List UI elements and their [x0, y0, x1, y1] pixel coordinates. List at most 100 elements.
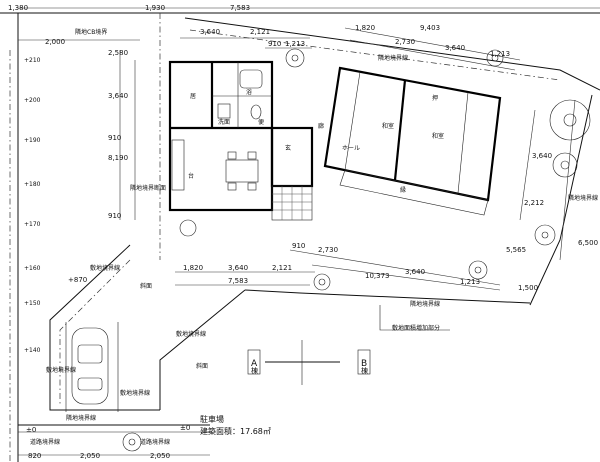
parking-title: 駐車場 [200, 414, 224, 424]
chair-icon-4 [247, 182, 257, 191]
dim-910b-v: 910 [108, 212, 121, 220]
car-icon [71, 327, 109, 405]
parking-dashed-line [59, 259, 131, 405]
dim-right-6500: 6,500 [578, 239, 598, 247]
elev-870: +870 [68, 276, 87, 284]
elev-150: +150 [24, 300, 41, 307]
label-site-boundary-2: 敷地境界線 [176, 330, 206, 338]
dim-b-1213: 1,213 [460, 278, 480, 286]
room-corridor-label: 廊 [318, 122, 324, 130]
right-vertical-dim-2 [519, 109, 536, 221]
dim-b-3640-2: 3,640 [228, 264, 248, 272]
chair-icon-3 [227, 182, 237, 191]
lower-site-boundary [244, 289, 531, 304]
elev-200: +200 [24, 97, 41, 104]
room-tatami-b-label: 和室 [432, 132, 444, 140]
elev-pm0-a: ±0 [26, 426, 36, 434]
dim-right-2212: 2,212 [524, 199, 544, 207]
label-boundary-mid: 隣地境界線 [410, 300, 440, 308]
building-b-wall-2 [344, 71, 361, 171]
dim-b-10373: 10,373 [365, 272, 390, 280]
top-site-boundary [184, 17, 600, 91]
left-parking-boundary [49, 244, 160, 411]
section-a-box [247, 349, 261, 375]
label-site-boundary-3: 敷地境界線 [120, 389, 150, 397]
dim-bottom-820: 820 [28, 452, 41, 460]
dim-b-2730: 2,730 [318, 246, 338, 254]
label-site-boundary-1: 敷地境界線 [46, 366, 76, 374]
dim-910-top: 910 [268, 40, 281, 48]
right-site-boundary [529, 94, 593, 306]
section-b-suffix: 棟 [361, 366, 368, 375]
right-top-dim-2 [349, 39, 516, 71]
bottom-right-dim [289, 249, 501, 286]
label-road-a: 道路境界線 [30, 438, 60, 446]
room-wood-label: 縁 [400, 186, 406, 194]
dim-8190-v: 8,190 [108, 154, 128, 162]
dim-top-left: 1,380 [8, 4, 28, 12]
tree-icon-4 [552, 152, 578, 178]
dim-3640-right: 3,640 [445, 44, 465, 52]
corridor-outline [270, 126, 314, 188]
kitchen-counter-icon [171, 139, 185, 191]
elev-210: +210 [24, 57, 41, 64]
room-living-label: 居 [190, 93, 196, 100]
toilet-icon [250, 104, 262, 120]
dim-910-v: 910 [108, 134, 121, 142]
dim-b-2121: 2,121 [272, 264, 292, 272]
chair-icon-2 [247, 151, 257, 160]
dim-2580: 2,580 [108, 49, 128, 57]
room-kitchen-label: 台 [188, 172, 194, 180]
room-washroom-label: 洗面 [218, 118, 230, 126]
right-vertical-dim [559, 99, 576, 261]
dim-b-1820: 1,820 [183, 264, 203, 272]
dim-bottom-2050-a: 2,050 [80, 452, 100, 460]
tree-icon-2 [486, 49, 504, 67]
label-neighbor-cb: 隣地CB境界 [75, 28, 107, 36]
elev-190: +190 [24, 137, 41, 144]
extension-leader [379, 305, 450, 331]
label-cross-section: 隣地境界断面 [130, 184, 166, 192]
dim-9403-right: 9,403 [420, 24, 440, 32]
dim-right-1500: 1,500 [518, 284, 538, 292]
room-hall-label: ホール [342, 145, 360, 152]
dim-b-7583: 7,583 [228, 277, 248, 285]
elev-140: +140 [24, 347, 41, 354]
tree-icon-7 [313, 273, 331, 291]
dim-3640-top: 3,640 [200, 28, 220, 36]
room-toilet-label: 便 [258, 118, 264, 126]
section-b-box [357, 349, 371, 375]
building-b-wall-3 [457, 91, 469, 194]
dim-top-7583: 7,583 [230, 4, 250, 12]
dim-b-3640: 3,640 [405, 268, 425, 276]
room-entry-label: 玄 [285, 144, 291, 152]
middle-parking-boundary [159, 289, 246, 410]
bathtub-icon [239, 69, 263, 89]
elev-180: +180 [24, 181, 41, 188]
dim-right-3640: 3,640 [532, 152, 552, 160]
label-boundary-right: 隣地境界線 [568, 194, 598, 202]
dim-2121-top: 2,121 [250, 28, 270, 36]
dim-1820-right: 1,820 [355, 24, 375, 32]
section-a-suffix: 棟 [251, 366, 258, 375]
dim-right-5565: 5,565 [506, 246, 526, 254]
label-boundary-front: 隣地境界線 [66, 414, 96, 422]
label-site-extension: 敷地面積増加部分 [392, 324, 440, 332]
label-boundary-top: 隣地境界線 [378, 54, 408, 62]
label-slope-b: 斜面 [196, 362, 208, 370]
dim-left-2000: 2,000 [45, 38, 65, 46]
dim-top-1930: 1,930 [145, 4, 165, 12]
building-b-outline [323, 66, 502, 202]
tree-icon-5 [534, 224, 556, 246]
tree-icon-3 [549, 99, 591, 141]
label-slope-a: 斜面 [140, 282, 152, 290]
building-b-wall-1 [393, 79, 407, 181]
dim-bottom-2050-b: 2,050 [150, 452, 170, 460]
dining-table-icon [225, 159, 259, 183]
room-closet-label: 押 [432, 94, 438, 102]
building-b-veranda [339, 169, 489, 216]
bottom-right-dim-2 [311, 264, 501, 291]
dim-1213-right: 1,213 [490, 50, 510, 58]
dim-2730-right: 2,730 [395, 38, 415, 46]
